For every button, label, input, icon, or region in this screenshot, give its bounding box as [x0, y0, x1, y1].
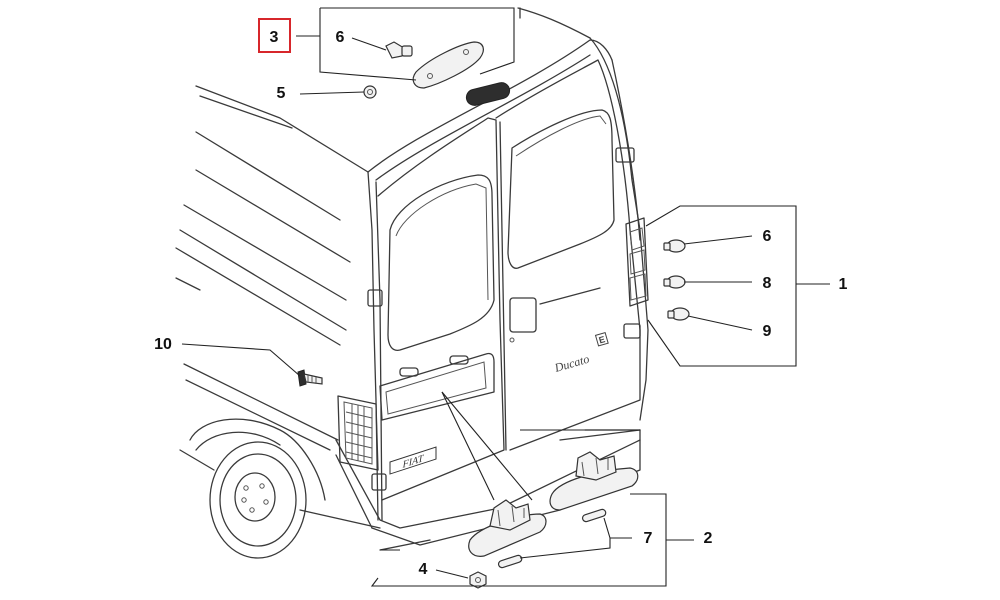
svg-text:FIAT: FIAT [402, 453, 425, 471]
leader-lines [181, 7, 830, 587]
right-tail-light [625, 217, 649, 307]
door-badge: E [598, 334, 607, 345]
bulb-6-right-icon [663, 239, 686, 253]
callouts: 3 6 5 10 6 8 9 1 7 2 4 [154, 18, 848, 578]
bulb-7-lower-icon [497, 554, 523, 569]
nut-5-icon [363, 85, 377, 99]
callout-9: 9 [763, 323, 772, 340]
nut-4-icon [469, 571, 487, 589]
plate-light-upper [549, 451, 639, 511]
callout-10: 10 [154, 336, 172, 353]
callout-8: 8 [763, 275, 772, 292]
callout-2: 2 [704, 530, 713, 547]
callout-4: 4 [419, 561, 428, 578]
callout-6-top: 6 [336, 29, 345, 46]
callout-1: 1 [839, 276, 848, 293]
fiat-lettering: FIAT [389, 446, 437, 475]
bulb-8-icon [663, 275, 686, 289]
third-brake-light [465, 82, 511, 106]
callout-3: 3 [270, 29, 279, 46]
bulb-9-icon [667, 307, 690, 321]
bulb-6-top-icon [385, 41, 413, 59]
callout-5: 5 [277, 85, 286, 102]
callout-3-highlight-box [258, 18, 291, 53]
plate-light-lower [468, 499, 547, 557]
bulb-7-upper-icon [581, 508, 607, 523]
brake-light-lens [412, 41, 484, 89]
callout-6-right: 6 [763, 228, 772, 245]
ducato-script: Ducato [552, 352, 591, 375]
rear-doors: FIAT Ducato E [377, 59, 641, 501]
screw-10-icon [297, 369, 323, 387]
callout-7: 7 [644, 530, 653, 547]
left-tail-light-hatch [345, 404, 373, 462]
